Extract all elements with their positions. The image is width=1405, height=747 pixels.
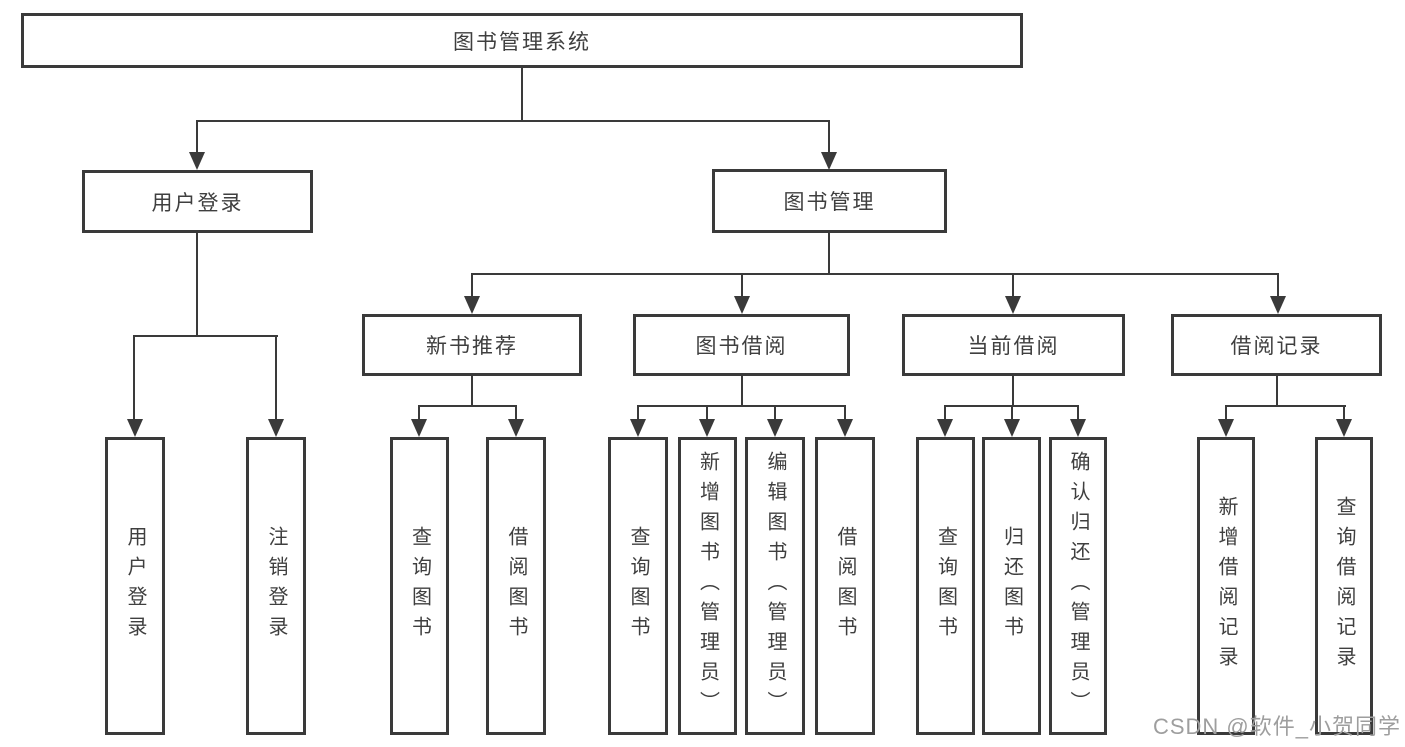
connector-line xyxy=(133,335,135,421)
arrowhead-down-icon xyxy=(767,419,783,437)
node-label: 图书借阅 xyxy=(695,335,788,358)
node-label: 借阅图书 xyxy=(834,526,856,646)
arrowhead-down-icon xyxy=(1270,296,1286,314)
node-label: 注销登录 xyxy=(265,526,287,646)
connector-line xyxy=(1012,376,1014,407)
connector-line xyxy=(637,405,639,421)
node-label: 借阅图书 xyxy=(505,526,527,646)
connector-line xyxy=(1077,405,1079,421)
arrowhead-down-icon xyxy=(1070,419,1086,437)
node-label: 新增图书（管理员） xyxy=(696,451,719,721)
connector-line xyxy=(1225,405,1227,421)
connector-line xyxy=(1225,405,1346,407)
connector-line xyxy=(1343,405,1345,421)
arrowhead-down-icon xyxy=(508,419,524,437)
arrowhead-down-icon xyxy=(189,152,205,170)
connector-line xyxy=(1276,376,1278,407)
connector-line xyxy=(706,405,708,421)
node-label: 借阅记录 xyxy=(1230,335,1323,358)
node-label: 查询图书 xyxy=(408,526,431,646)
connector-line xyxy=(828,120,830,154)
connector-line xyxy=(471,273,473,298)
node-label: 用户登录 xyxy=(151,191,244,215)
arrowhead-down-icon xyxy=(630,419,646,437)
arrowhead-down-icon xyxy=(734,296,750,314)
leaf-confirm-return-admin: 确认归还（管理员） xyxy=(1049,437,1107,735)
node-borrowing-records: 借阅记录 xyxy=(1171,314,1382,376)
node-label: 新增借阅记录 xyxy=(1215,496,1237,676)
connector-line xyxy=(828,233,830,275)
leaf-edit-books-admin: 编辑图书（管理员） xyxy=(745,437,805,735)
connector-line xyxy=(275,335,277,421)
arrowhead-down-icon xyxy=(1005,296,1021,314)
node-user-login: 用户登录 xyxy=(82,170,313,233)
leaf-return-books: 归还图书 xyxy=(982,437,1041,735)
node-label: 新书推荐 xyxy=(426,335,518,358)
connector-line xyxy=(944,405,946,421)
connector-line xyxy=(1012,273,1014,298)
node-label: 查询图书 xyxy=(627,526,649,646)
connector-line xyxy=(418,405,517,407)
connector-line xyxy=(637,405,846,407)
leaf-query-books-borrowing: 查询图书 xyxy=(608,437,668,735)
leaf-user-login: 用户登录 xyxy=(105,437,165,735)
leaf-query-books-recommend: 查询图书 xyxy=(390,437,449,735)
node-current-borrowing: 当前借阅 xyxy=(902,314,1125,376)
node-label: 查询图书 xyxy=(934,526,957,646)
node-library-management-system: 图书管理系统 xyxy=(21,13,1023,68)
connector-line xyxy=(521,68,523,121)
node-label: 编辑图书（管理员） xyxy=(764,451,786,721)
leaf-borrow-books: 借阅图书 xyxy=(815,437,875,735)
arrowhead-down-icon xyxy=(1218,419,1234,437)
node-label: 用户登录 xyxy=(124,526,146,646)
connector-line xyxy=(471,273,1278,275)
connector-line xyxy=(1277,273,1279,298)
leaf-query-books-current: 查询图书 xyxy=(916,437,975,735)
csdn-watermark: CSDN @软件_小贺同学 xyxy=(1152,714,1401,739)
node-label: 查询借阅记录 xyxy=(1333,496,1355,676)
arrowhead-down-icon xyxy=(837,419,853,437)
connector-line xyxy=(471,376,473,407)
node-label: 图书管理 xyxy=(783,191,876,214)
connector-line xyxy=(515,405,517,421)
leaf-borrow-books-recommend: 借阅图书 xyxy=(486,437,546,735)
connector-line xyxy=(741,273,743,298)
arrowhead-down-icon xyxy=(1336,419,1352,437)
node-book-management: 图书管理 xyxy=(712,169,947,233)
connector-line xyxy=(774,405,776,421)
arrowhead-down-icon xyxy=(464,296,480,314)
arrowhead-down-icon xyxy=(411,419,427,437)
connector-line xyxy=(196,233,198,335)
arrowhead-down-icon xyxy=(1004,419,1020,437)
arrowhead-down-icon xyxy=(821,152,837,170)
node-new-book-recommend: 新书推荐 xyxy=(362,314,582,376)
leaf-add-borrow-record: 新增借阅记录 xyxy=(1197,437,1255,735)
connector-line xyxy=(196,120,830,122)
connector-line xyxy=(1011,405,1013,421)
node-book-borrowing: 图书借阅 xyxy=(633,314,850,376)
node-label: 当前借阅 xyxy=(967,335,1060,358)
node-label: 归还图书 xyxy=(1000,526,1023,646)
connector-line xyxy=(418,405,420,421)
connector-line xyxy=(196,120,198,154)
connector-line xyxy=(844,405,846,421)
connector-line xyxy=(133,335,278,337)
connector-line xyxy=(741,376,743,407)
arrowhead-down-icon xyxy=(268,419,284,437)
node-label: 确认归还（管理员） xyxy=(1067,451,1089,721)
leaf-add-books-admin: 新增图书（管理员） xyxy=(678,437,737,735)
leaf-logout: 注销登录 xyxy=(246,437,306,735)
leaf-query-borrow-record: 查询借阅记录 xyxy=(1315,437,1373,735)
node-label: 图书管理系统 xyxy=(453,30,591,54)
arrowhead-down-icon xyxy=(127,419,143,437)
arrowhead-down-icon xyxy=(937,419,953,437)
arrowhead-down-icon xyxy=(699,419,715,437)
